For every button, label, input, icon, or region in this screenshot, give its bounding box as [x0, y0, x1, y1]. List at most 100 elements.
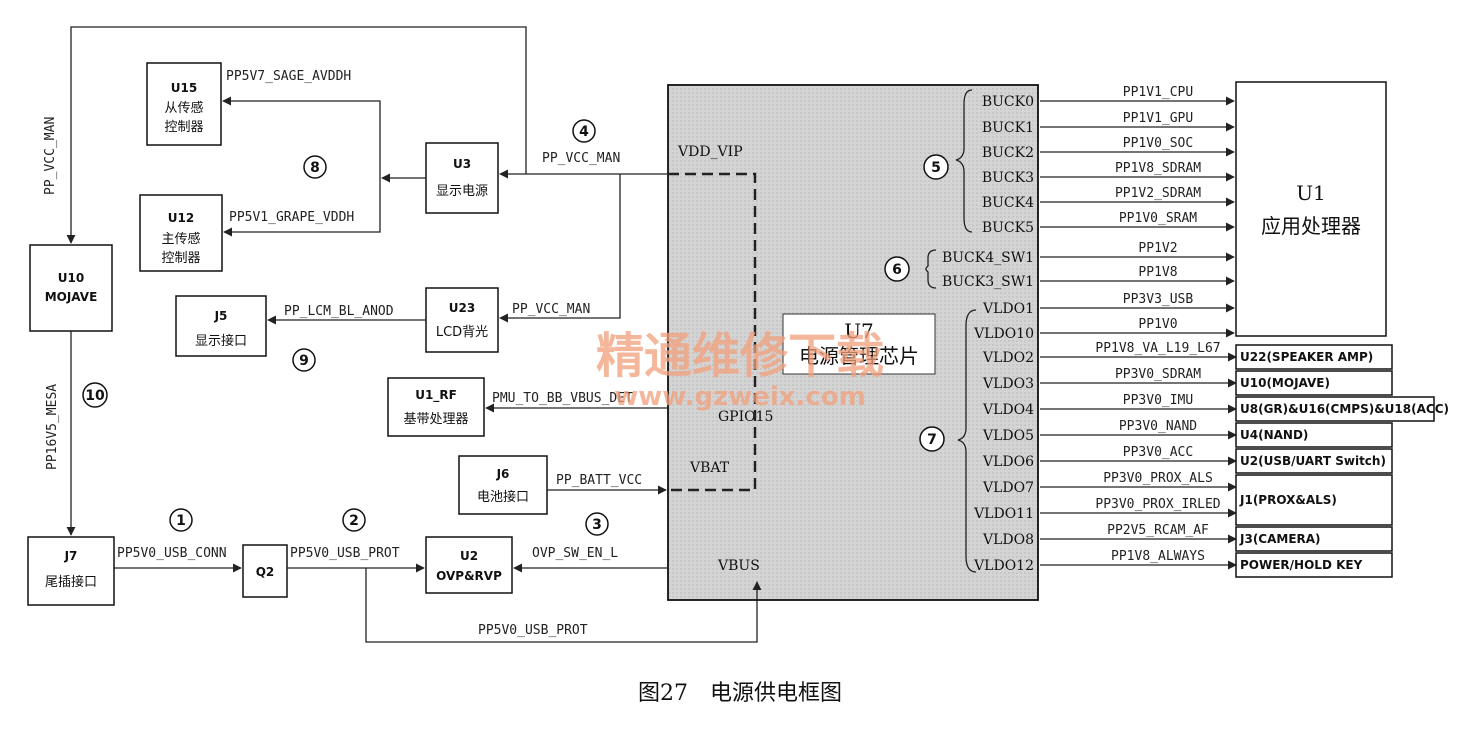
rail-net-label: PP1V8_SDRAM — [1115, 161, 1201, 176]
rail-net-label: PP1V8 — [1138, 265, 1177, 280]
u1-title: U1 — [1296, 181, 1326, 205]
u12-title: U12 — [168, 211, 194, 225]
pin-vdd-vip: VDD_VIP — [677, 144, 743, 160]
target-rect — [1235, 552, 1393, 578]
rail-net-label: PP3V0_NAND — [1119, 419, 1197, 434]
rail-pin-label: VLDO4 — [982, 402, 1034, 418]
pin-vbat: VBAT — [689, 460, 730, 476]
u10-subtitle: MOJAVE — [45, 290, 98, 304]
rail-net-label: PP1V2_SDRAM — [1115, 186, 1201, 201]
wire-branch-u23 — [499, 174, 621, 323]
u15-box — [146, 62, 222, 146]
target-label: POWER/HOLD KEY — [1240, 558, 1363, 572]
net-pp-vcc-man-u3: PP_VCC_MAN — [542, 151, 620, 166]
target-label: U2(USB/UART Switch) — [1240, 454, 1386, 468]
marker-7: 7 — [919, 426, 945, 452]
rail-pin-label: BUCK4 — [982, 195, 1034, 211]
rail-vldo7: VLDO7 PP3V0_PROX_ALS — [982, 471, 1237, 496]
target-rect — [1235, 526, 1393, 552]
target-label: J1(PROX&ALS) — [1239, 493, 1337, 507]
wire-u3-top-loop — [66, 26, 527, 244]
net-pp-vcc-man-vertical: PP_VCC_MAN — [43, 117, 58, 195]
net-pp16v5: PP16V5_MESA — [45, 384, 60, 470]
pmic-title: U7 — [844, 319, 874, 343]
target-rect — [1235, 344, 1393, 370]
rail-net-label: PP3V0_PROX_IRLED — [1095, 497, 1220, 512]
marker-2: 2 — [342, 508, 366, 532]
net-pp-lcm: PP_LCM_BL_ANOD — [284, 304, 394, 319]
rail-pin-label: VLDO7 — [982, 480, 1034, 496]
pmic-subtitle: 电源管理芯片 — [799, 344, 919, 368]
targets-group: U22(SPEAKER AMP) U10(MOJAVE) U8(GR)&U16(CM… — [1235, 344, 1449, 578]
net-pmu-bb: PMU_TO_BB_VBUS_DET — [492, 391, 633, 406]
rail-net-label: PP1V1_CPU — [1123, 85, 1193, 100]
watermark-cn: 精通维修下载 — [596, 328, 884, 384]
net-pp-vcc-man-u23: PP_VCC_MAN — [512, 302, 590, 317]
marker-5: 5 — [923, 154, 949, 180]
marker-9: 9 — [292, 348, 316, 372]
target-label: U4(NAND) — [1240, 428, 1308, 442]
target-label: J3(CAMERA) — [1239, 532, 1321, 546]
rails-group: BUCK0PP1V1_CPUBUCK1PP1V1_GPUBUCK2PP1V0_S… — [942, 85, 1237, 574]
brace-buck — [955, 89, 973, 233]
u15-line1: 从传感 — [164, 100, 203, 116]
rail-pin-label: BUCK4_SW1 — [942, 250, 1034, 266]
target-box: U4(NAND) — [1235, 422, 1393, 448]
target-box: J1(PROX&ALS) — [1235, 474, 1393, 526]
svg-text:9: 9 — [299, 353, 309, 369]
u1rf-title: U1_RF — [415, 388, 457, 403]
net-pp5v0-prot-bottom: PP5V0_USB_PROT — [478, 623, 588, 638]
target-box: U22(SPEAKER AMP) — [1235, 344, 1393, 370]
rail-net-label: PP1V0_SRAM — [1119, 211, 1197, 226]
rail-pin-label: BUCK3 — [982, 170, 1034, 186]
u1-subtitle: 应用处理器 — [1261, 214, 1361, 238]
rail-pin-label: BUCK1 — [982, 120, 1034, 136]
u1rf-box — [387, 377, 485, 437]
rail-net-label: PP1V8_ALWAYS — [1111, 549, 1205, 564]
rail-net-label: PP2V5_RCAM_AF — [1107, 523, 1209, 538]
rail-net-label: PP3V0_PROX_ALS — [1103, 471, 1213, 486]
figure-caption: 图27 电源供电框图 — [638, 681, 842, 706]
j7-box — [27, 536, 115, 606]
target-rect — [1235, 422, 1393, 448]
u15-line2: 控制器 — [164, 120, 203, 135]
brace-ldo — [957, 309, 977, 573]
j6-title: J6 — [496, 467, 510, 481]
target-rect — [1235, 396, 1435, 422]
u2-subtitle: OVP&RVP — [436, 569, 502, 583]
svg-text:6: 6 — [892, 262, 902, 278]
u2-title: U2 — [460, 549, 478, 563]
target-label: U22(SPEAKER AMP) — [1240, 350, 1373, 364]
rail-pin-label: BUCK5 — [982, 220, 1034, 236]
pmic-label-box — [782, 313, 936, 375]
target-label: U10(MOJAVE) — [1240, 376, 1330, 390]
pmic-internal-dashed — [668, 172, 757, 492]
rail-buck5: BUCK5 PP1V0_SRAM — [982, 211, 1235, 236]
target-box: J3(CAMERA) — [1235, 526, 1393, 552]
target-box: U8(GR)&U16(CMPS)&U18(ACC) — [1235, 396, 1449, 422]
rail-pin-label: VLDO8 — [982, 532, 1034, 548]
marker-4: 4 — [572, 119, 596, 143]
net-pp5v7: PP5V7_SAGE_AVDDH — [226, 69, 351, 84]
rail-pin-label: VLDO1 — [982, 301, 1034, 317]
j5-box — [175, 295, 267, 357]
wire-u3-u15 — [222, 96, 381, 178]
j5-subtitle: 显示接口 — [195, 333, 247, 349]
rail-buck3: BUCK3 PP1V8_SDRAM — [982, 161, 1235, 186]
u10-title: U10 — [58, 271, 84, 285]
rail-pin-label: BUCK2 — [982, 145, 1034, 161]
u12-line2: 控制器 — [161, 251, 200, 266]
u1rf-subtitle: 基带处理器 — [403, 412, 468, 427]
marker-10: 10 — [82, 382, 108, 408]
net-pp5v1: PP5V1_GRAPE_VDDH — [229, 210, 354, 225]
rail-pin-label: VLDO6 — [982, 454, 1034, 470]
rail-net-label: PP3V0_ACC — [1123, 445, 1193, 460]
